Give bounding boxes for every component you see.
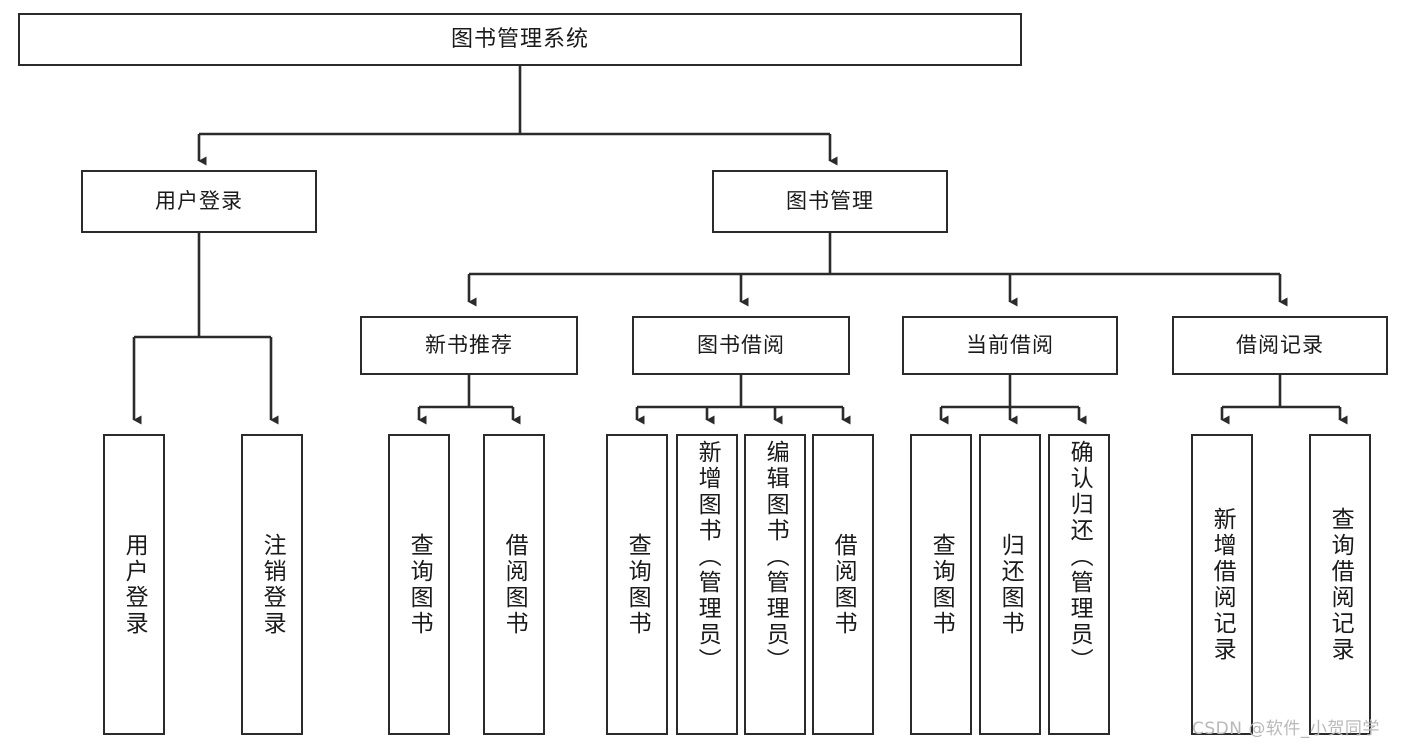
leaf-query-book-1[interactable]: 查询图书 [388,434,450,735]
node-label: 新增借阅记录 [1209,506,1236,663]
node-label: 当前借阅 [966,333,1054,358]
node-user-login[interactable]: 用户登录 [81,170,317,233]
leaf-return-book[interactable]: 归还图书 [979,434,1041,735]
leaf-query-book-2[interactable]: 查询图书 [606,434,668,735]
node-label: 借阅图书 [830,532,857,637]
node-label: 查询图书 [624,532,651,637]
node-label: 注销登录 [259,532,286,637]
node-label: 查询图书 [406,532,433,637]
leaf-edit-book[interactable]: 编辑图书（管理员） [744,434,806,735]
leaf-borrow-book-1[interactable]: 借阅图书 [483,434,545,735]
node-label: 图书管理系统 [450,26,589,52]
node-new-book-rec[interactable]: 新书推荐 [360,316,578,375]
node-current-borrow[interactable]: 当前借阅 [902,316,1118,375]
leaf-query-book-3[interactable]: 查询图书 [910,434,972,735]
node-borrow-record[interactable]: 借阅记录 [1172,316,1388,375]
leaf-add-book[interactable]: 新增图书（管理员） [676,434,738,735]
node-label: 归还图书 [997,532,1024,637]
node-label: 新书推荐 [425,333,513,358]
leaf-query-record[interactable]: 查询借阅记录 [1309,434,1371,735]
node-label: 查询借阅记录 [1327,506,1354,663]
node-root-system[interactable]: 图书管理系统 [18,13,1022,66]
node-label: 借阅图书 [501,532,528,637]
leaf-borrow-book-2[interactable]: 借阅图书 [812,434,874,735]
node-label: 图书管理 [786,189,874,214]
node-label: 确认归还（管理员） [1066,440,1093,674]
leaf-logout[interactable]: 注销登录 [241,434,303,735]
node-book-manage[interactable]: 图书管理 [712,170,948,233]
csdn-watermark: CSDN @软件_小贺同学 [1192,719,1380,739]
leaf-confirm-return[interactable]: 确认归还（管理员） [1048,434,1110,735]
leaf-add-record[interactable]: 新增借阅记录 [1191,434,1253,735]
node-label: 编辑图书（管理员） [762,440,789,674]
node-label: 用户登录 [121,532,148,637]
node-label: 新增图书（管理员） [694,440,721,674]
leaf-user-login[interactable]: 用户登录 [103,434,165,735]
node-label: 图书借阅 [697,333,785,358]
node-book-borrow[interactable]: 图书借阅 [632,316,850,375]
node-label: 借阅记录 [1236,333,1324,358]
node-label: 用户登录 [155,189,243,214]
node-label: 查询图书 [928,532,955,637]
